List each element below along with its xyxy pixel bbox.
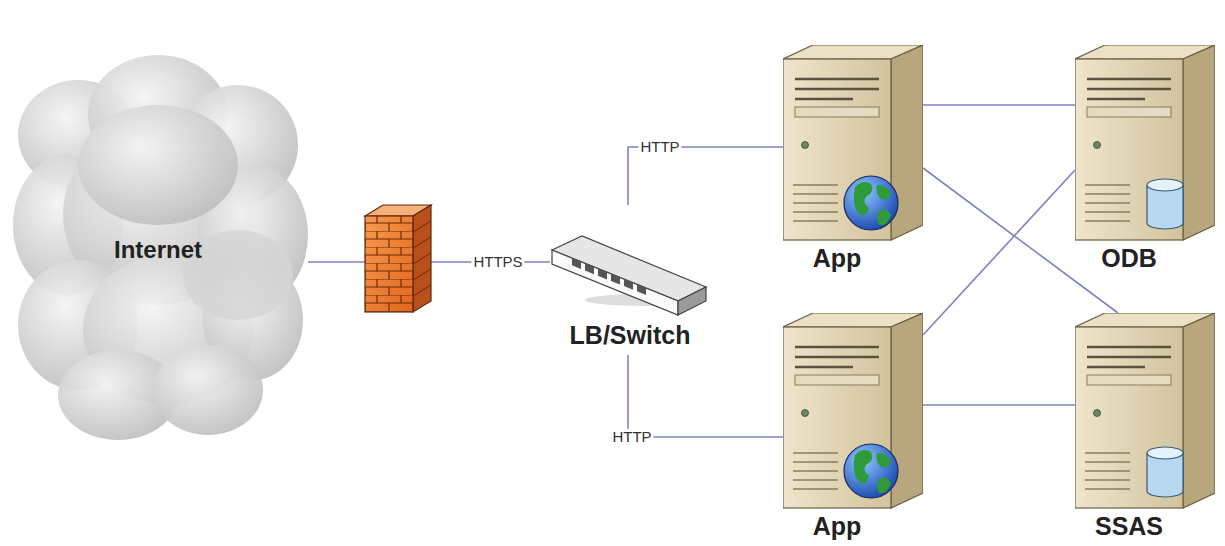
protocol-label: HTTP — [610, 429, 653, 446]
switch-icon — [550, 205, 710, 317]
node-label: SSAS — [1095, 512, 1163, 541]
server-icon — [1075, 313, 1215, 509]
internet-cloud: Internet — [8, 45, 308, 445]
network-link — [923, 104, 1075, 106]
network-link — [628, 147, 783, 205]
node-label: App — [813, 512, 862, 541]
protocol-label: HTTP — [638, 139, 681, 156]
protocol-label: HTTPS — [471, 254, 524, 271]
switch-device: LB/Switch — [550, 205, 710, 355]
node-label: App — [813, 244, 862, 273]
network-link — [628, 355, 783, 437]
node-label: LB/Switch — [570, 321, 691, 350]
server-tower: App — [783, 45, 923, 277]
server-tower: ODB — [1075, 45, 1215, 277]
server-icon — [783, 313, 923, 509]
server-tower: App — [783, 313, 923, 545]
node-label: Internet — [114, 236, 202, 264]
firewall — [365, 205, 431, 312]
server-icon — [1075, 45, 1215, 241]
network-link — [923, 404, 1075, 406]
server-tower: SSAS — [1075, 313, 1215, 545]
node-label: ODB — [1101, 244, 1157, 273]
server-icon — [783, 45, 923, 241]
network-link — [923, 170, 1075, 335]
